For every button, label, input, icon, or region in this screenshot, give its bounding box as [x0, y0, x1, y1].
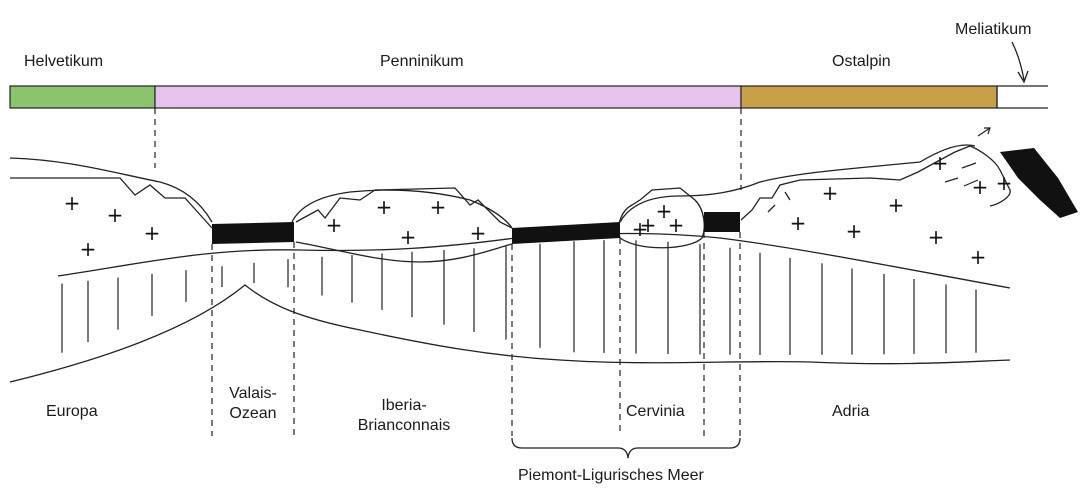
- svg-text:+: +: [632, 217, 649, 241]
- svg-text:+: +: [400, 225, 417, 249]
- svg-text:+: +: [107, 203, 124, 227]
- label-penninikum: Penninikum: [380, 52, 464, 72]
- piemont-brace: [512, 438, 740, 458]
- piemont-ocean-crust-east: [704, 212, 740, 232]
- label-europa: Europa: [46, 402, 98, 422]
- svg-text:+: +: [888, 193, 905, 217]
- label-cervinia: Cervinia: [626, 402, 685, 422]
- svg-text:+: +: [996, 171, 1013, 195]
- svg-text:+: +: [64, 191, 81, 215]
- label-helvetikum: Helvetikum: [24, 52, 103, 72]
- svg-text:+: +: [970, 245, 987, 269]
- label-iberia-line1: Iberia-: [354, 396, 454, 416]
- svg-text:+: +: [790, 211, 807, 235]
- label-adria: Adria: [832, 402, 869, 422]
- ostalpin-bar: [741, 86, 997, 108]
- svg-text:+: +: [972, 175, 989, 199]
- meliatikum-arrow: [1012, 42, 1028, 82]
- label-iberia-line2: Brianconnais: [354, 416, 454, 436]
- granite-symbols: ++++ +++++ ++++ +++++ ++++: [64, 151, 1013, 269]
- adria-fault: [768, 192, 790, 212]
- lower-crust: [10, 234, 1010, 383]
- valais-ocean-crust: [212, 222, 294, 244]
- helvetikum-bar: [10, 86, 155, 108]
- label-piemont-ligurisches-meer: Piemont-Ligurisches Meer: [518, 466, 704, 486]
- zone-bar: [10, 86, 1048, 108]
- svg-text:+: +: [80, 237, 97, 261]
- svg-text:+: +: [326, 213, 343, 237]
- svg-text:+: +: [928, 225, 945, 249]
- svg-text:+: +: [430, 195, 447, 219]
- svg-text:+: +: [668, 213, 685, 237]
- svg-text:+: +: [144, 221, 161, 245]
- label-valais-line1: Valais-: [212, 384, 294, 404]
- label-meliatikum: Meliatikum: [955, 20, 1031, 40]
- label-valais-ozean: Valais- Ozean: [212, 384, 294, 424]
- zone-boundary-lines: [155, 108, 741, 190]
- label-ostalpin: Ostalpin: [832, 52, 891, 72]
- label-valais-line2: Ozean: [212, 404, 294, 424]
- penninikum-bar: [155, 86, 741, 108]
- svg-text:+: +: [822, 181, 839, 205]
- svg-text:+: +: [846, 219, 863, 243]
- crust-hatching: [62, 240, 976, 355]
- svg-text:+: +: [376, 195, 393, 219]
- svg-text:+: +: [470, 221, 487, 245]
- svg-text:+: +: [932, 151, 949, 175]
- label-iberia-brianconnais: Iberia- Brianconnais: [354, 396, 454, 436]
